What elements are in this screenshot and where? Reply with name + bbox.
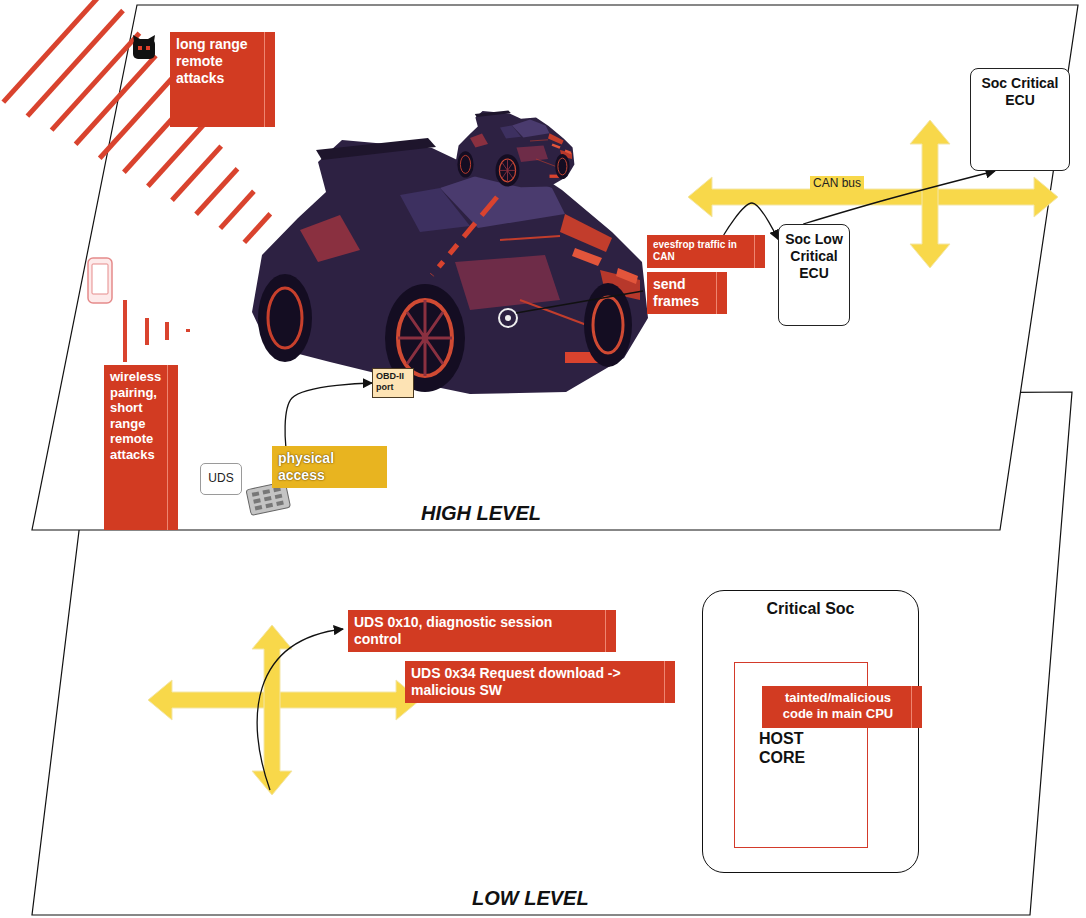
can-bus-arrow <box>910 120 950 268</box>
attack-box: evesfrop traffic in CAN <box>647 235 765 268</box>
access-box: physical access <box>272 446 387 488</box>
node-text: evesfrop traffic in CAN <box>653 239 751 263</box>
attack-box: wireless pairing, short range remote att… <box>104 365 178 530</box>
node-text: tainted/malicious code in main CPU <box>768 690 908 721</box>
car-illustration <box>456 110 575 187</box>
attacker-icon <box>133 35 155 59</box>
connector-arrow <box>285 383 372 446</box>
connector-arrow <box>803 171 995 224</box>
node-text: UDS 0x10, diagnostic session control <box>354 614 602 648</box>
level-title: LOW LEVEL <box>472 886 1086 910</box>
can-bus-arrow <box>688 177 1058 217</box>
attack-box: long range remote attacks <box>170 32 275 127</box>
plane-outline <box>30 388 1076 918</box>
node-text: send frames <box>653 276 713 310</box>
attack-box: send frames <box>647 272 727 314</box>
level-title: HIGH LEVEL <box>421 501 1086 525</box>
plane-shape <box>32 5 1078 530</box>
attack-box: tainted/malicious code in main CPU <box>762 686 922 728</box>
diagnostic-tool: UDS <box>200 463 242 495</box>
node-text: OBD-II port <box>376 371 410 393</box>
level-plane: LOW LEVELUDS 0x10, diagnostic session co… <box>30 388 1076 918</box>
phone-icon <box>88 258 112 303</box>
port-label: OBD-II port <box>372 368 414 398</box>
node-text: HOST CORE <box>759 729 819 767</box>
soc-box: Critical SocHOST CORE tainted/malicious c… <box>702 590 919 873</box>
ecu-box: Soc Critical ECU <box>970 68 1070 171</box>
attack-step-box: UDS 0x10, diagnostic session control <box>348 610 616 652</box>
node-text: Soc Critical ECU <box>975 75 1065 109</box>
v2v-signal <box>432 197 497 275</box>
bus-label: CAN bus <box>810 176 864 190</box>
ecu-box: Soc Low Critical ECU <box>778 224 850 326</box>
attack-step-box: UDS 0x34 Request download -> malicious S… <box>405 661 675 703</box>
node-text: wireless pairing, short range remote att… <box>110 369 164 463</box>
node-text: Soc Low Critical ECU <box>783 231 845 281</box>
attack-path-arrow <box>257 629 343 790</box>
node-text: long range remote attacks <box>176 36 261 86</box>
bus-arrow <box>148 680 420 720</box>
node-text: UDS <box>203 471 239 485</box>
edge-label: CAN bus <box>810 176 864 190</box>
node-text: physical access <box>278 450 381 484</box>
can-tap-point <box>499 309 517 327</box>
node-text: Critical Soc <box>707 599 914 618</box>
level-plane: HIGH LEVELlong range remote attackswirel… <box>30 3 1080 533</box>
car-illustration <box>252 138 648 394</box>
leader-line <box>516 291 643 313</box>
long-range-signal <box>3 0 319 285</box>
bus-arrow <box>252 625 292 795</box>
connector-arrow <box>724 203 778 239</box>
plane-shape <box>32 392 1072 915</box>
short-range-signal <box>125 300 188 362</box>
node-text: UDS 0x34 Request download -> malicious S… <box>411 665 661 699</box>
